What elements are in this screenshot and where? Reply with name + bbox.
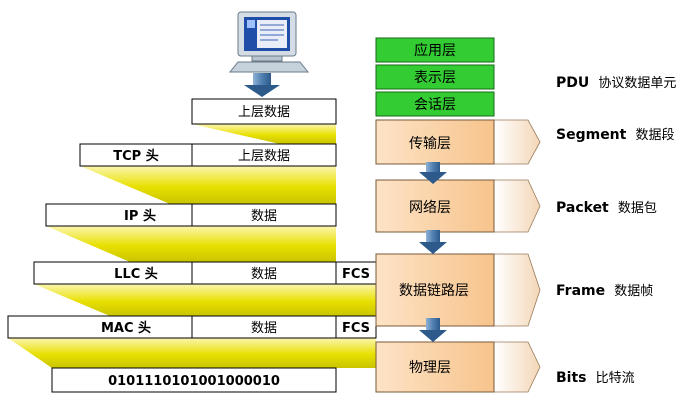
ip-header-cell xyxy=(45,203,193,227)
encap-band-4 xyxy=(34,284,376,316)
network-ribbon xyxy=(493,179,541,233)
bits-cell xyxy=(51,367,337,393)
arrow-down-icon xyxy=(244,73,280,97)
tcp-header-text: TCP 头 xyxy=(113,148,158,164)
ip-data-text: 数据 xyxy=(251,209,277,224)
mac-fcs-cell xyxy=(335,315,377,339)
tcp-data-text: 上层数据 xyxy=(238,149,290,164)
ip-data-cell xyxy=(191,203,337,227)
arrow-down-icon xyxy=(419,318,447,342)
encap-band-2 xyxy=(80,166,336,204)
llc-header-text: LLC 头 xyxy=(114,266,158,282)
mac-header-text: MAC 头 xyxy=(101,320,151,336)
arrow-down-icon xyxy=(419,162,447,184)
bits-text: 0101110101001000010 xyxy=(108,374,280,389)
llc-fcs-text: FCS xyxy=(342,267,370,282)
transport-layer-label: 传输层 xyxy=(409,136,451,152)
network-layer-label: 网络层 xyxy=(409,200,451,216)
mac-fcs-text: FCS xyxy=(342,321,370,336)
mac-data-text: 数据 xyxy=(251,321,277,336)
upper-data-text: 上层数据 xyxy=(238,105,290,120)
physical-ribbon xyxy=(493,341,541,393)
tcp-data-cell xyxy=(191,143,337,167)
application-layer-box xyxy=(375,37,495,63)
computer-icon xyxy=(228,11,310,73)
bits-label: Bits 比特流 xyxy=(556,370,635,386)
pdu-label: PDU 协议数据单元 xyxy=(556,75,676,91)
presentation-layer-box xyxy=(375,64,495,90)
llc-data-text: 数据 xyxy=(251,267,277,282)
application-layer-label: 应用层 xyxy=(414,42,456,59)
physical-layer-label: 物理层 xyxy=(409,360,451,376)
encap-band-5 xyxy=(8,338,376,368)
arrow-down-icon xyxy=(419,230,447,254)
datalink-ribbon xyxy=(493,253,541,327)
upper-data-cell xyxy=(191,98,337,125)
llc-header-cell xyxy=(33,261,193,285)
session-layer-box xyxy=(375,91,495,117)
segment-label: Segment 数据段 xyxy=(556,127,675,143)
presentation-layer-label: 表示层 xyxy=(414,70,456,86)
encap-band-3 xyxy=(46,226,336,262)
datalink-layer-label: 数据链路层 xyxy=(399,283,469,299)
session-layer-label: 会话层 xyxy=(414,97,456,113)
physical-layer-box xyxy=(375,341,495,393)
frame-label: Frame 数据帧 xyxy=(556,283,653,299)
transport-layer-box xyxy=(375,119,495,165)
ip-header-text: IP 头 xyxy=(124,208,156,224)
packet-label: Packet 数据包 xyxy=(556,200,657,216)
encap-band-1 xyxy=(192,124,336,144)
datalink-layer-box xyxy=(375,253,495,327)
transport-ribbon xyxy=(493,119,541,165)
